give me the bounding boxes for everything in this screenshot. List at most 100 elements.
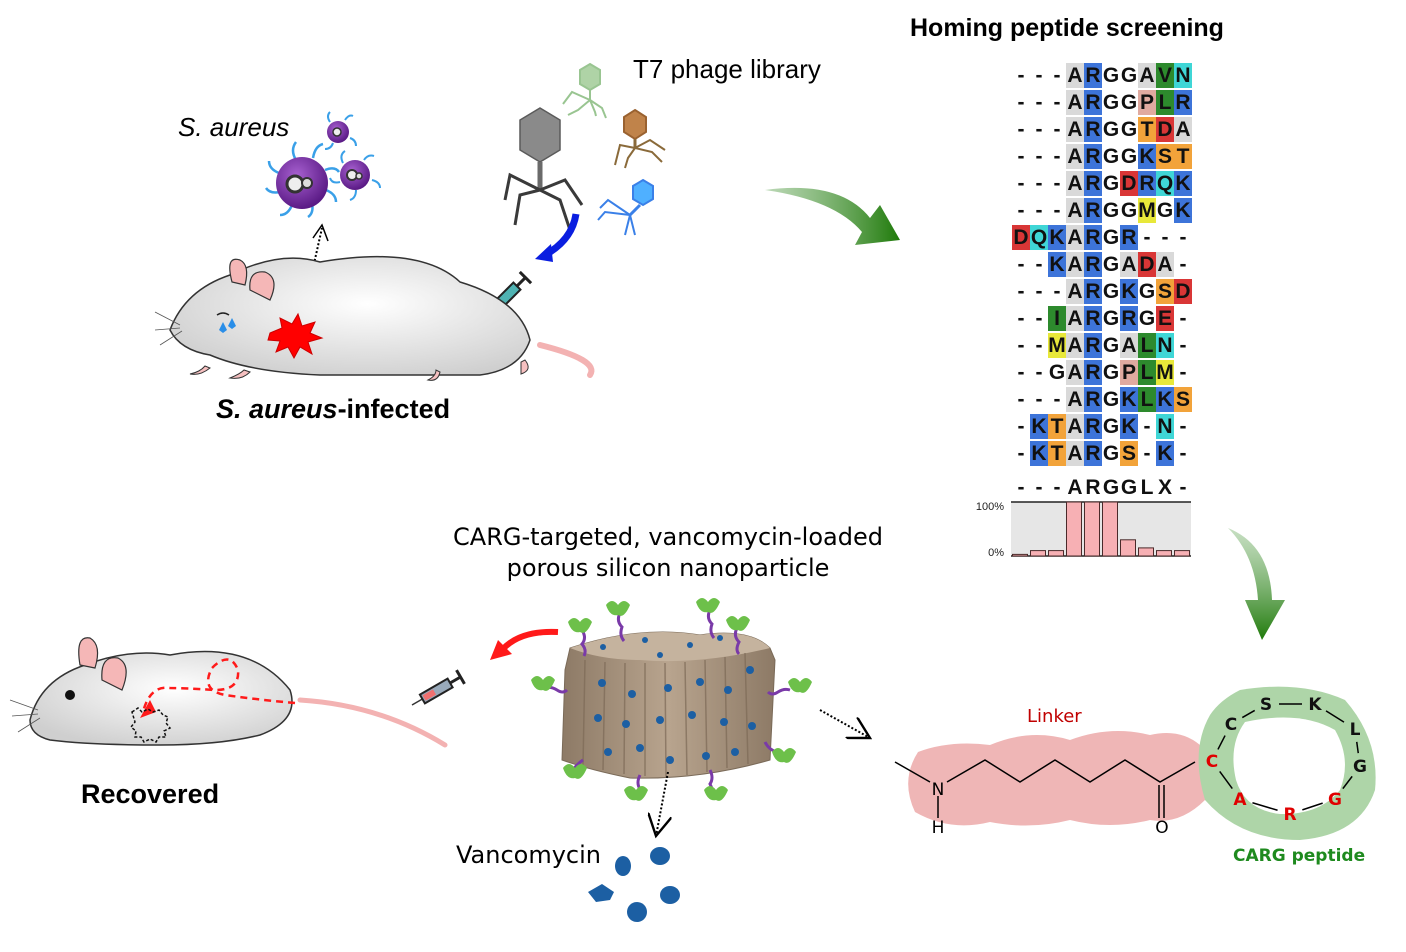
s-aureus-bacterium-small-1 xyxy=(324,111,357,150)
alignment-residue: K xyxy=(1138,144,1156,169)
closed-eye xyxy=(216,312,230,316)
alignment-residue: R xyxy=(1084,144,1102,169)
alignment-residue: R xyxy=(1120,225,1138,250)
consensus-residue: - xyxy=(1017,476,1025,499)
alignment-residue: A xyxy=(1174,117,1192,142)
s-aureus-bacterium-large xyxy=(264,141,341,219)
alignment-residue: R xyxy=(1084,387,1102,412)
alignment-residue: D xyxy=(1174,279,1192,304)
mouse-ear-back xyxy=(78,637,99,669)
alignment-residue: S xyxy=(1156,279,1174,304)
alignment-residue: A xyxy=(1066,441,1084,466)
nanoparticle-label-line1: CARG-targeted, vancomycin-loaded xyxy=(453,523,883,551)
ring-residue-a: A xyxy=(1233,790,1247,810)
recovered-mouse-label: Recovered xyxy=(81,779,220,809)
alignment-residue: R xyxy=(1084,63,1102,88)
alignment-gap: - xyxy=(1017,199,1025,222)
consensus-residue: G xyxy=(1120,476,1138,499)
ring-residue-l: L xyxy=(1350,720,1361,740)
atom-n: N xyxy=(932,780,945,800)
delivery-arrow-red xyxy=(499,628,559,653)
alignment-residue: A xyxy=(1066,252,1084,277)
carg-peptide-label: CARG peptide xyxy=(1233,846,1366,866)
alignment-gap: - xyxy=(1035,91,1043,114)
alignment-residue: A xyxy=(1066,306,1084,331)
alignment-gap: - xyxy=(1161,226,1169,249)
alignment-residue: D xyxy=(1120,171,1138,196)
y-tick-0: 0% xyxy=(988,547,1004,559)
linker-label: Linker xyxy=(1027,706,1082,727)
mouse-ear xyxy=(101,657,127,691)
alignment-residue: L xyxy=(1138,333,1156,358)
peptide-bond xyxy=(1325,710,1345,723)
tear-drops-icon xyxy=(219,318,236,333)
alignment-residue: A xyxy=(1066,171,1084,196)
vancomycin-label: Vancomycin xyxy=(456,841,602,869)
s-aureus-label: S. aureus xyxy=(178,112,290,142)
alignment-residue: K xyxy=(1030,441,1048,466)
alignment-gap: - xyxy=(1035,64,1043,87)
ring-residue-g: G xyxy=(1328,790,1342,810)
alkyl-chain xyxy=(946,759,1196,783)
alignment-residue: G xyxy=(1102,442,1120,465)
alignment-gap: - xyxy=(1035,388,1043,411)
alignment-gap: - xyxy=(1035,145,1043,168)
bar-10 xyxy=(1174,550,1190,557)
alignment-residue: D xyxy=(1156,117,1174,142)
alignment-residue: G xyxy=(1138,280,1156,303)
alignment-gap: - xyxy=(1143,442,1151,465)
alignment-residue: L xyxy=(1138,360,1156,385)
alignment-residue: I xyxy=(1048,306,1066,331)
alignment-gap: - xyxy=(1053,388,1061,411)
peptide-bond xyxy=(1219,771,1233,789)
bar-8 xyxy=(1138,547,1154,557)
alignment-residue: V xyxy=(1156,63,1174,88)
consensus-residue: X xyxy=(1157,476,1172,499)
alignment-residue: L xyxy=(1156,90,1174,115)
alignment-residue: R xyxy=(1120,306,1138,331)
alignment-gap: - xyxy=(1035,118,1043,141)
alignment-residue: G xyxy=(1048,361,1066,384)
infected-mouse xyxy=(154,255,595,381)
mouse-ear xyxy=(249,271,275,301)
alignment-gap: - xyxy=(1053,64,1061,87)
alignment-residue: K xyxy=(1174,171,1192,196)
alignment-residue: A xyxy=(1138,63,1156,88)
alignment-residue: G xyxy=(1120,118,1138,141)
alignment-residue: T xyxy=(1174,144,1192,169)
alignment-gap: - xyxy=(1017,442,1025,465)
t7-phage-green xyxy=(562,62,607,119)
flow-arrow-green-1 xyxy=(765,187,900,245)
conservation-bar-chart: 100% 0% xyxy=(976,501,1191,559)
alignment-gap: - xyxy=(1017,388,1025,411)
alignment-residue: A xyxy=(1066,90,1084,115)
alignment-residue: N xyxy=(1156,333,1174,358)
alignment-residue: A xyxy=(1066,225,1084,250)
healed-site-icon xyxy=(129,707,172,743)
alignment-gap: - xyxy=(1053,118,1061,141)
consensus-residue: R xyxy=(1085,476,1101,499)
alignment-gap: - xyxy=(1053,280,1061,303)
infected-label-suffix: -infected xyxy=(337,394,451,424)
alignment-residue: G xyxy=(1102,64,1120,87)
alignment-residue: A xyxy=(1120,333,1138,358)
consensus-residue: - xyxy=(1053,476,1061,499)
isolation-arrowhead xyxy=(312,223,329,242)
alignment-residue: G xyxy=(1156,199,1174,222)
alignment-gap: - xyxy=(1179,307,1187,330)
alignment-residue: M xyxy=(1156,360,1174,385)
release-dotted-arrow xyxy=(656,771,668,836)
y-tick-100: 100% xyxy=(976,501,1004,513)
alignment-residue: G xyxy=(1102,253,1120,276)
alignment-residue: G xyxy=(1138,307,1156,330)
t7-phage-library-label: T7 phage library xyxy=(633,54,821,84)
alignment-gap: - xyxy=(1017,64,1025,87)
peptide-bond xyxy=(1355,741,1360,754)
alignment-residue: K xyxy=(1048,252,1066,277)
